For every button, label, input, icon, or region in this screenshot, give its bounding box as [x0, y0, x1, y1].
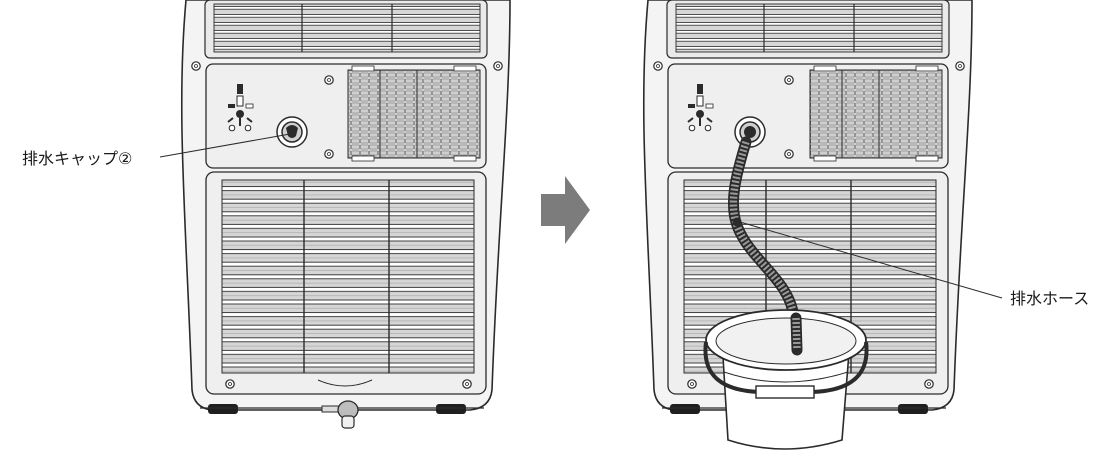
lower-grille	[221, 179, 475, 374]
drain-cap-leader	[159, 133, 291, 158]
drain-hose-leader	[739, 221, 1003, 299]
unit-before: 排水キャップ②	[22, 0, 511, 429]
drain-position-icon	[227, 84, 254, 132]
drain-position-icon	[687, 84, 714, 132]
drain-hose-label: 排水ホース	[1010, 289, 1089, 308]
foot	[436, 404, 466, 414]
drain-cap	[276, 116, 308, 148]
foot	[208, 404, 238, 414]
bucket	[703, 309, 869, 450]
hose-connector	[732, 217, 742, 227]
top-vent	[213, 3, 481, 53]
foot	[898, 404, 928, 414]
right-arrow-icon	[541, 176, 590, 244]
top-vent	[675, 3, 943, 53]
drain-cap-label: 排水キャップ②	[22, 149, 132, 168]
unit-after: 排水ホース	[642, 0, 1089, 450]
foot	[670, 404, 700, 414]
bottom-drain-knob	[321, 400, 359, 429]
